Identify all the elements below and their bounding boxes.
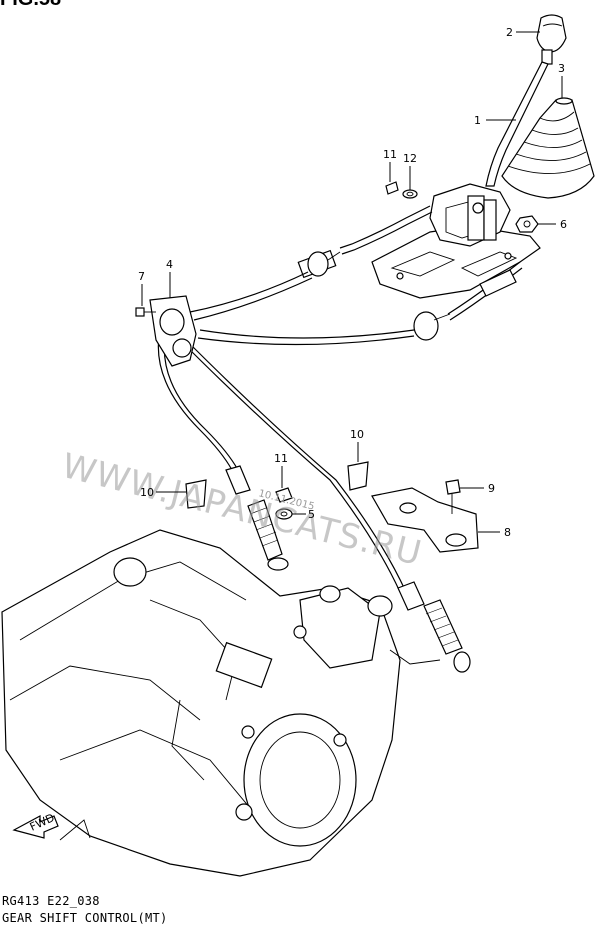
cable-bracket-4 bbox=[149, 295, 197, 367]
callout-label: 5 bbox=[308, 508, 315, 521]
callout-10-right: 10 bbox=[350, 428, 364, 462]
callout-9: 9 bbox=[460, 482, 495, 495]
nut-6 bbox=[515, 215, 539, 233]
callout-label: 1 bbox=[474, 114, 481, 127]
callout-6: 6 bbox=[538, 218, 567, 231]
clip-11-top bbox=[385, 181, 399, 195]
figure-name: GEAR SHIFT CONTROL(MT) bbox=[2, 911, 168, 925]
callout-label: 9 bbox=[488, 482, 495, 495]
fwd-arrow-icon: FWD bbox=[12, 811, 59, 839]
callout-4: 4 bbox=[166, 258, 173, 298]
shift-cable-end bbox=[397, 581, 471, 673]
callout-label: 8 bbox=[504, 526, 511, 539]
callout-1: 1 bbox=[474, 114, 516, 127]
shifter-housing bbox=[371, 183, 541, 299]
select-cable-upper bbox=[297, 205, 433, 279]
select-cable-end bbox=[225, 465, 289, 571]
callout-5: 5 bbox=[292, 508, 315, 521]
cable-runs bbox=[157, 271, 415, 593]
figure-title-fragment: FIG.58 bbox=[0, 0, 61, 11]
callout-11-lower: 11 bbox=[274, 452, 288, 488]
callout-7: 7 bbox=[138, 270, 145, 306]
clip-10-left bbox=[185, 479, 207, 509]
callout-3: 3 bbox=[558, 62, 565, 98]
shift-knob bbox=[536, 14, 567, 65]
callout-label: 2 bbox=[506, 26, 513, 39]
clip-10-right bbox=[347, 461, 369, 491]
callout-8: 8 bbox=[478, 526, 511, 539]
figure-code: RG413 E22_038 bbox=[2, 894, 100, 908]
screw-7 bbox=[135, 307, 156, 317]
clip-11-lower bbox=[275, 487, 293, 503]
callout-label: 3 bbox=[558, 62, 565, 75]
shift-lever bbox=[485, 61, 549, 187]
callout-label: 11 bbox=[383, 148, 397, 161]
bolt-9 bbox=[445, 479, 461, 514]
bracket-8 bbox=[371, 487, 479, 553]
callout-label: 10 bbox=[140, 486, 154, 499]
callout-label: 4 bbox=[166, 258, 173, 271]
shift-boot bbox=[501, 97, 595, 199]
callout-label: 6 bbox=[560, 218, 567, 231]
callout-label: 12 bbox=[403, 152, 417, 165]
washer-12 bbox=[402, 189, 418, 199]
callout-11-upper: 11 bbox=[383, 148, 397, 182]
callout-label: 11 bbox=[274, 452, 288, 465]
callout-2: 2 bbox=[506, 26, 540, 39]
callout-12: 12 bbox=[403, 152, 417, 190]
callout-label: 7 bbox=[138, 270, 145, 283]
callout-label: 10 bbox=[350, 428, 364, 441]
callout-10-left: 10 bbox=[140, 486, 186, 499]
shift-cable-upper bbox=[413, 261, 523, 341]
transmission-case bbox=[1, 529, 441, 877]
